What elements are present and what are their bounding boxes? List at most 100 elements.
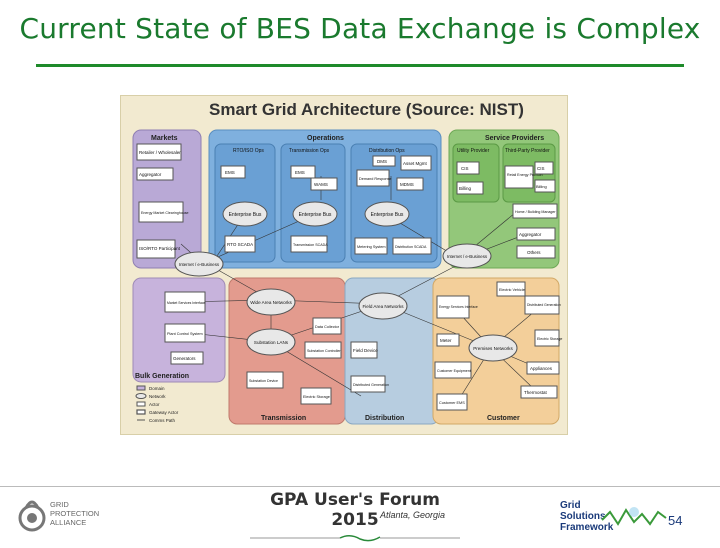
forum-underline bbox=[250, 535, 460, 542]
architecture-diagram: Markets Operations Service Providers Bul… bbox=[132, 129, 562, 425]
box-generators bbox=[170, 351, 204, 365]
box-home-manager bbox=[512, 203, 558, 219]
svg-text:Billing: Billing bbox=[536, 184, 547, 189]
box-aggregator-markets bbox=[136, 167, 174, 181]
title-divider bbox=[36, 64, 684, 67]
network-wide-area bbox=[246, 288, 296, 316]
svg-text:Aggregator: Aggregator bbox=[519, 232, 542, 237]
architecture-figure: Smart Grid Architecture (Source: NIST) M… bbox=[120, 95, 568, 435]
box-appliances bbox=[526, 361, 560, 375]
label-transmission-ops: Transmission Ops bbox=[289, 148, 330, 154]
gsf-wave-icon bbox=[601, 507, 667, 526]
slide-title: Current State of BES Data Exchange is Co… bbox=[19, 12, 701, 45]
gsf-name: Grid Solutions Framework bbox=[560, 500, 614, 533]
svg-text:RTO SCADA: RTO SCADA bbox=[227, 242, 253, 247]
forum-banner: GPA User's Forum 2015 Atlanta, Georgia bbox=[250, 490, 460, 548]
svg-text:Distributed Generation: Distributed Generation bbox=[527, 303, 561, 307]
svg-text:Distribution SCADA: Distribution SCADA bbox=[395, 245, 427, 249]
box-distributed-generation-c bbox=[524, 295, 560, 315]
svg-text:Asset Mgmt: Asset Mgmt bbox=[403, 161, 428, 166]
svg-text:Domain: Domain bbox=[149, 386, 165, 391]
box-wams bbox=[310, 177, 338, 191]
box-ems-rto bbox=[220, 165, 246, 179]
svg-text:Substation Device: Substation Device bbox=[249, 379, 278, 383]
svg-text:Demand Response: Demand Response bbox=[359, 177, 392, 181]
label-distribution-ops: Distribution Ops bbox=[369, 148, 405, 154]
footer-divider bbox=[0, 486, 720, 487]
network-substation-lan bbox=[246, 328, 296, 356]
label-transmission: Transmission bbox=[261, 415, 306, 422]
box-ems-trans bbox=[290, 165, 316, 179]
box-market-services bbox=[164, 291, 206, 313]
svg-text:CIS: CIS bbox=[537, 166, 545, 171]
label-operations: Operations bbox=[307, 135, 344, 142]
svg-text:ISO/RTO Participant: ISO/RTO Participant bbox=[139, 246, 181, 251]
svg-text:Field Area Networks: Field Area Networks bbox=[362, 304, 404, 309]
network-internet-1 bbox=[174, 251, 224, 277]
box-thermostat bbox=[520, 385, 558, 399]
box-billing-third bbox=[534, 179, 556, 193]
svg-text:DMS: DMS bbox=[377, 159, 387, 164]
box-cis-third bbox=[534, 161, 554, 175]
label-utility-provider: Utility Provider bbox=[457, 148, 490, 154]
svg-text:Appliances: Appliances bbox=[530, 366, 553, 371]
svg-text:Billing: Billing bbox=[459, 186, 472, 191]
svg-text:Substation Controller: Substation Controller bbox=[307, 349, 341, 353]
box-aggregator-sp bbox=[516, 227, 556, 241]
box-meter bbox=[436, 333, 460, 347]
box-mdms bbox=[396, 177, 424, 191]
svg-text:Others: Others bbox=[527, 250, 541, 255]
box-customer-equipment bbox=[434, 361, 472, 379]
svg-text:Retailer / Wholesaler: Retailer / Wholesaler bbox=[139, 150, 181, 155]
gpa-logo bbox=[18, 500, 46, 532]
label-distribution: Distribution bbox=[365, 415, 404, 422]
forum-location: Atlanta, Georgia bbox=[380, 510, 446, 520]
box-energy-services bbox=[436, 295, 470, 319]
box-iso-rto-participant bbox=[136, 239, 176, 259]
box-demand-response bbox=[356, 169, 390, 187]
svg-text:Transmission SCADA: Transmission SCADA bbox=[293, 243, 328, 247]
figure-title: Smart Grid Architecture (Source: NIST) bbox=[209, 100, 524, 119]
svg-text:EMS: EMS bbox=[225, 170, 235, 175]
svg-text:Comms Path: Comms Path bbox=[149, 418, 176, 423]
svg-text:Generators: Generators bbox=[173, 356, 196, 361]
svg-text:Internet / e-Business: Internet / e-Business bbox=[447, 254, 488, 259]
box-electric-vehicle bbox=[496, 281, 526, 297]
domain-markets bbox=[132, 129, 202, 269]
svg-text:Energy Services Interface: Energy Services Interface bbox=[439, 305, 478, 309]
svg-text:Electric Storage: Electric Storage bbox=[537, 337, 562, 341]
box-electric-storage-t bbox=[300, 387, 332, 405]
forum-title: GPA User's Forum 2015 bbox=[270, 490, 440, 530]
box-rto-scada bbox=[224, 235, 256, 253]
svg-text:Distributed Generation: Distributed Generation bbox=[353, 383, 389, 387]
svg-text:Internet / e-Business: Internet / e-Business bbox=[179, 262, 220, 267]
svg-text:Aggregator: Aggregator bbox=[139, 172, 162, 177]
box-metering-system bbox=[354, 237, 388, 255]
box-distributed-gen bbox=[350, 375, 386, 393]
svg-text:Home / Building Manager: Home / Building Manager bbox=[515, 210, 556, 214]
svg-text:Enterprise Bus: Enterprise Bus bbox=[299, 212, 332, 218]
box-plant-control bbox=[164, 323, 206, 343]
label-rto: RTO/ISO Ops bbox=[233, 148, 264, 154]
svg-text:Meter: Meter bbox=[440, 338, 452, 343]
box-retail-energy bbox=[504, 165, 534, 189]
network-enterprise-bus-1 bbox=[222, 201, 268, 227]
box-distribution-scada bbox=[392, 237, 432, 255]
svg-text:Network: Network bbox=[149, 394, 166, 399]
label-markets: Markets bbox=[151, 135, 178, 142]
svg-text:Electric Storage: Electric Storage bbox=[303, 395, 330, 399]
gpa-name: GRID PROTECTION ALLIANCE bbox=[50, 500, 100, 527]
svg-text:Thermostat: Thermostat bbox=[524, 390, 548, 395]
svg-text:Wide Area Networks: Wide Area Networks bbox=[250, 300, 292, 305]
box-substation-controller bbox=[304, 341, 342, 359]
page-number: 54 bbox=[668, 513, 683, 528]
svg-text:Energy Market Clearinghouse: Energy Market Clearinghouse bbox=[141, 211, 189, 215]
svg-text:Enterprise Bus: Enterprise Bus bbox=[229, 212, 262, 218]
svg-text:Data Collector: Data Collector bbox=[315, 325, 340, 329]
box-customer-ems bbox=[436, 393, 468, 411]
svg-text:Plant Control System: Plant Control System bbox=[167, 332, 203, 336]
svg-text:Metering System: Metering System bbox=[357, 245, 386, 249]
svg-text:Electric Vehicle: Electric Vehicle bbox=[499, 288, 525, 292]
svg-text:Market Services Interface: Market Services Interface bbox=[167, 301, 206, 305]
label-service-providers: Service Providers bbox=[485, 135, 544, 142]
